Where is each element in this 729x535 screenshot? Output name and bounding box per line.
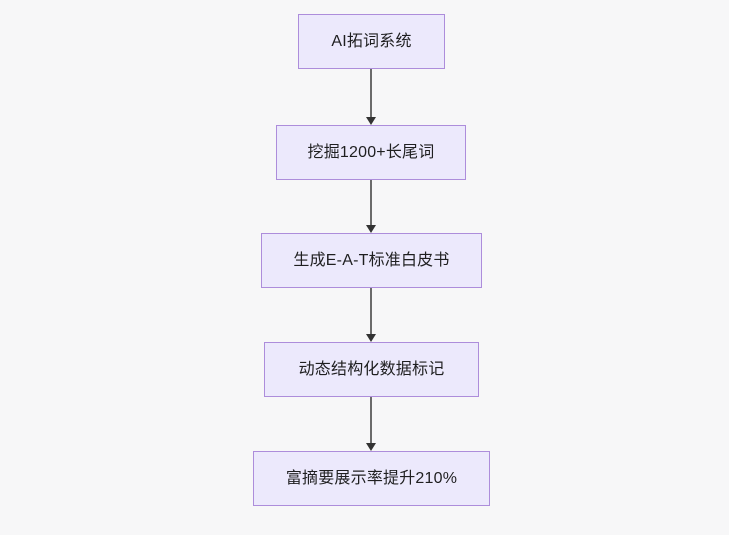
flow-node-label: 挖掘1200+长尾词 <box>307 143 435 161</box>
arrowhead-icon <box>366 117 376 125</box>
edge-line <box>370 69 372 118</box>
edge-line <box>370 397 372 444</box>
flow-node-generate-eat-whitepaper[interactable]: 生成E-A-T标准白皮书 <box>261 233 482 288</box>
flow-node-mine-longtail-keywords[interactable]: 挖掘1200+长尾词 <box>276 125 466 180</box>
edge-line <box>370 180 372 226</box>
flow-node-label: 富摘要展示率提升210% <box>285 469 458 487</box>
arrowhead-icon <box>366 443 376 451</box>
flow-node-label: AI拓词系统 <box>331 32 412 50</box>
flow-node-label: 动态结构化数据标记 <box>298 360 445 378</box>
flow-node-ai-keyword-system[interactable]: AI拓词系统 <box>298 14 445 69</box>
flow-node-dynamic-structured-data-markup[interactable]: 动态结构化数据标记 <box>264 342 479 397</box>
arrowhead-icon <box>366 334 376 342</box>
edge-line <box>370 288 372 335</box>
arrowhead-icon <box>366 225 376 233</box>
flow-node-rich-snippet-impression-lift[interactable]: 富摘要展示率提升210% <box>253 451 490 506</box>
flow-node-label: 生成E-A-T标准白皮书 <box>293 251 450 269</box>
